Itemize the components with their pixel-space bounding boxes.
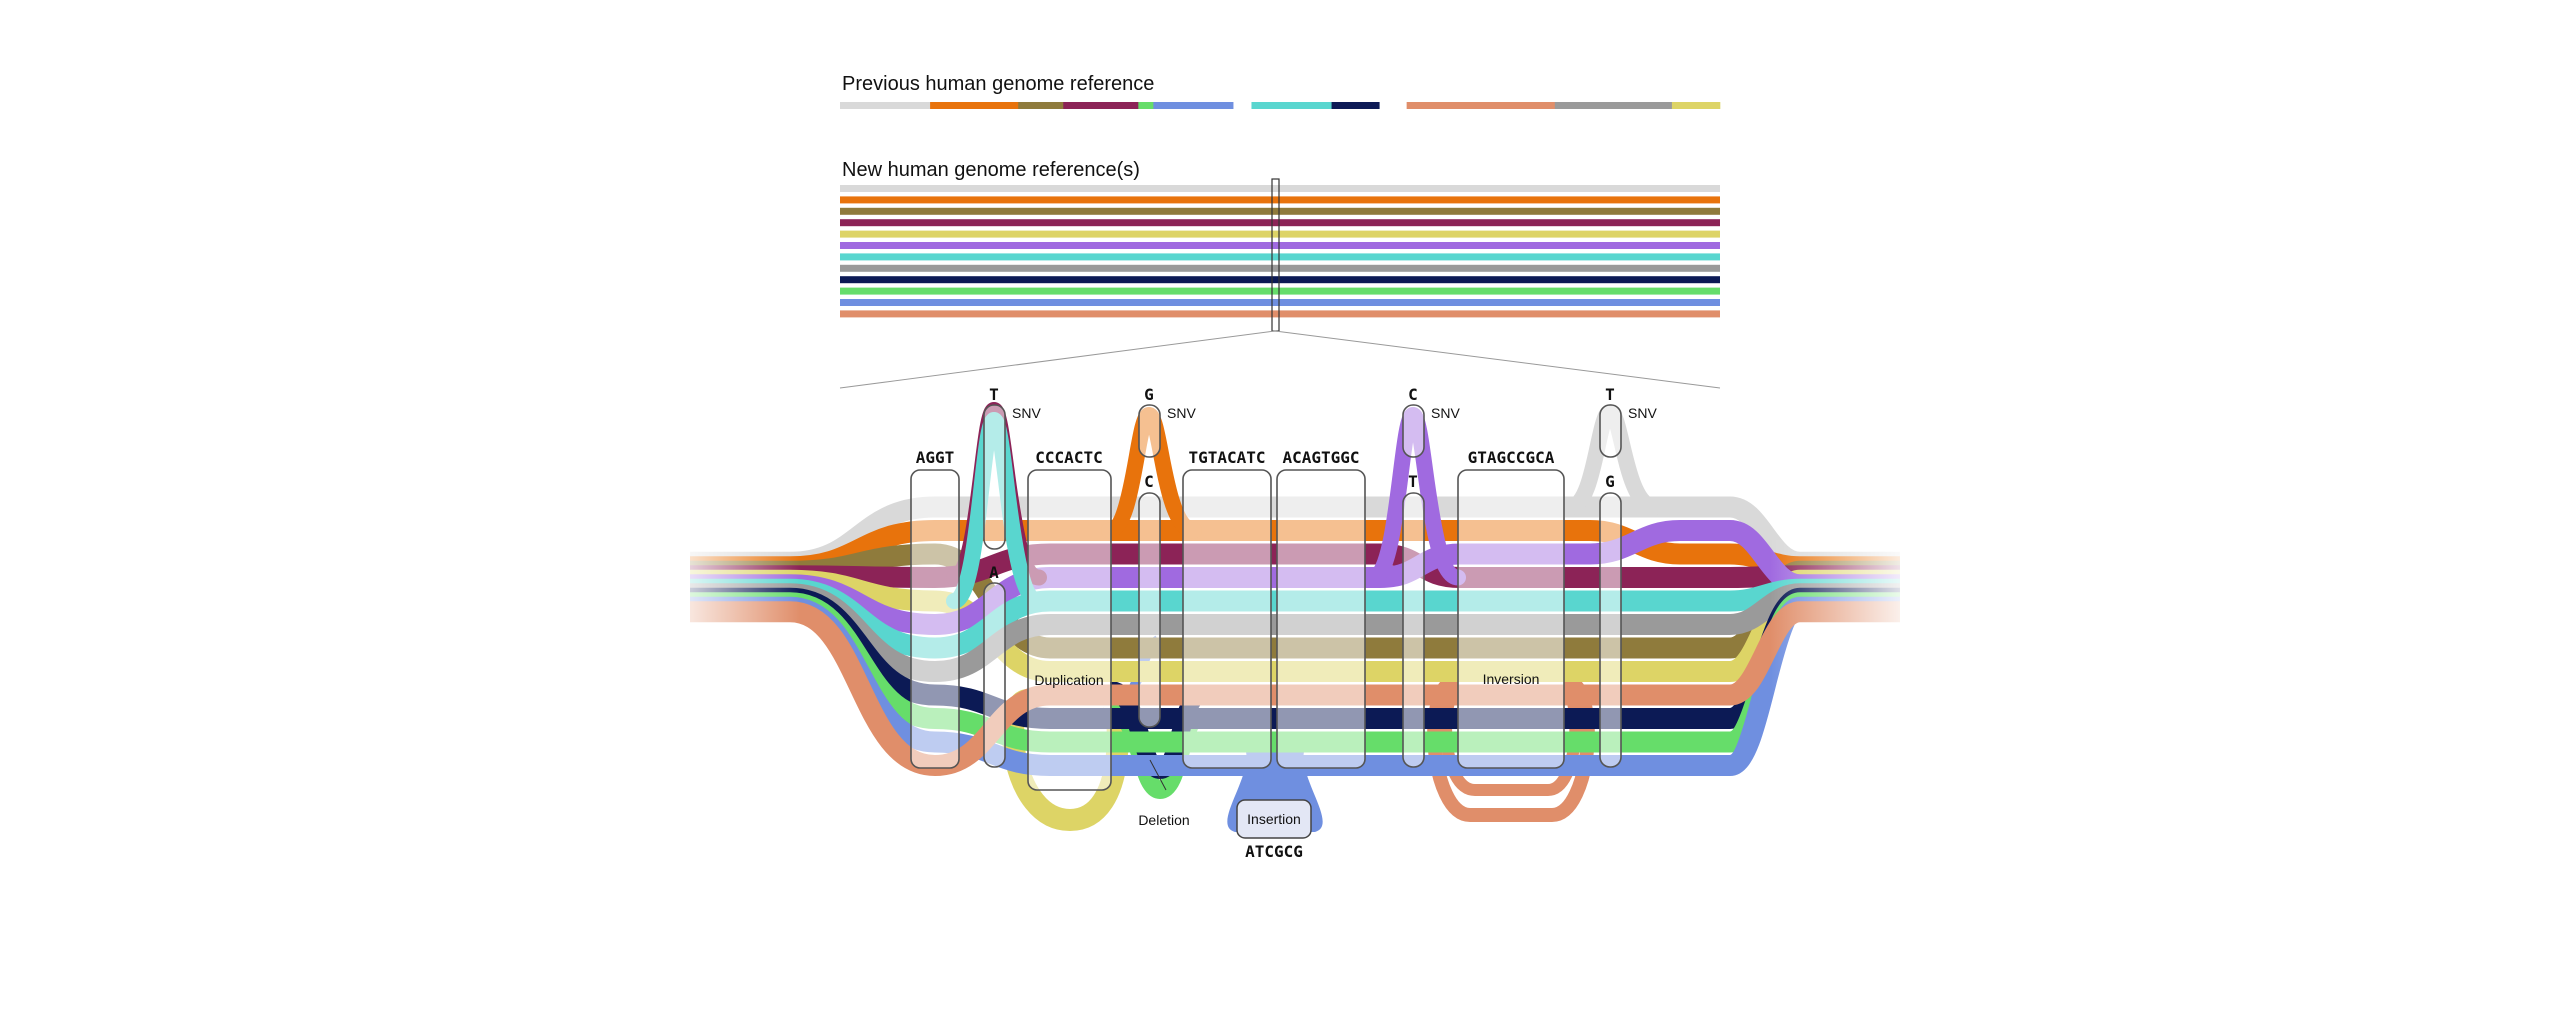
node-snv1-alt xyxy=(983,404,1006,550)
snv2-alt-base: G xyxy=(1144,385,1154,404)
node-snv3-alt xyxy=(1402,404,1425,458)
snv2-label: SNV xyxy=(1167,405,1196,421)
previous-segment-yellow xyxy=(1671,102,1721,109)
haplotype-line-blue xyxy=(840,299,1720,306)
insertion-sequence: ATCGCG xyxy=(1245,842,1303,861)
snv3-alt-base: C xyxy=(1408,385,1418,404)
haplotype-line-olive xyxy=(840,207,1720,215)
previous-segment-green xyxy=(1138,102,1154,109)
previous-segment-teal xyxy=(1251,102,1332,109)
snv4-label: SNV xyxy=(1628,405,1657,421)
previous-reference-title: Previous human genome reference xyxy=(842,73,1154,95)
node-tgtacatc xyxy=(1182,469,1272,769)
duplication-label: Duplication xyxy=(1034,672,1103,688)
node-aggt xyxy=(910,469,960,769)
snv2-ref-base: C xyxy=(1144,472,1154,491)
snv4-alt-base: T xyxy=(1605,385,1615,404)
snv4-ref-base: G xyxy=(1605,472,1615,491)
seq-label-5: GTAGCCGCA xyxy=(1468,448,1555,467)
node-acagtggc xyxy=(1276,469,1366,769)
node-insertion xyxy=(1236,799,1312,839)
inversion-label: Inversion xyxy=(1483,671,1540,687)
node-gtagccgca xyxy=(1457,469,1565,769)
previous-segment-navy xyxy=(1331,102,1380,109)
previous-segment-light_gray xyxy=(840,102,931,109)
previous-segment-blue xyxy=(1153,102,1234,109)
new-reference-title: New human genome reference(s) xyxy=(842,159,1140,181)
insertion-label: Insertion xyxy=(1247,811,1301,827)
node-cccactc xyxy=(1027,469,1112,791)
previous-segment-maroon xyxy=(1063,102,1139,109)
seq-label-3: TGTACATC xyxy=(1188,448,1265,467)
seq-label-4: ACAGTGGC xyxy=(1282,448,1359,467)
node-snv4-alt xyxy=(1599,404,1622,458)
snv1-ref-base: A xyxy=(989,563,999,582)
ribbon-gray xyxy=(690,583,1900,683)
deletion-leader xyxy=(1149,759,1167,791)
new-reference-lines xyxy=(840,185,1720,318)
ribbon-teal xyxy=(690,578,1900,659)
haplotype-line-orange xyxy=(840,196,1720,204)
haplotype-line-green xyxy=(840,287,1720,295)
haplotype-line-teal xyxy=(840,253,1720,261)
snv3-label: SNV xyxy=(1431,405,1460,421)
snv1-alt-base: T xyxy=(989,385,999,404)
snv1-label: SNV xyxy=(1012,405,1041,421)
haplotype-line-salmon xyxy=(840,310,1720,318)
zoom-line-left xyxy=(839,330,1276,389)
right-fade xyxy=(1770,540,1920,700)
previous-segment-olive xyxy=(1018,102,1064,109)
ribbon-olive xyxy=(690,543,1900,659)
snv3-ref-base: T xyxy=(1408,472,1418,491)
node-snv4-ref xyxy=(1599,492,1622,768)
haplotype-line-navy xyxy=(840,276,1720,284)
previous-reference-bar xyxy=(840,102,1721,109)
haplotype-line-gray xyxy=(840,264,1720,272)
previous-segment-gray xyxy=(1554,102,1673,109)
node-snv1-ref xyxy=(983,582,1006,768)
deletion-label: Deletion xyxy=(1138,812,1189,828)
seq-label-1: AGGT xyxy=(916,448,955,467)
previous-segment-salmon xyxy=(1406,102,1556,109)
node-snv3-ref xyxy=(1402,492,1425,768)
previous-segment-orange xyxy=(930,102,1019,109)
haplotype-line-light_gray xyxy=(840,185,1720,192)
node-snv2-ref xyxy=(1138,492,1161,728)
previous-segment-white xyxy=(1379,102,1407,109)
graph-nodes xyxy=(910,404,1622,839)
zoom-line-right xyxy=(1274,330,1721,389)
haplotype-line-yellow xyxy=(840,230,1720,238)
haplotype-line-purple xyxy=(840,242,1720,249)
duplication-loop xyxy=(1002,689,1129,832)
node-snv2-alt xyxy=(1138,404,1161,458)
left-fade xyxy=(660,540,800,700)
seq-label-2: CCCACTC xyxy=(1035,448,1102,467)
ribbon-salmon xyxy=(690,601,1900,777)
haplotype-line-maroon xyxy=(840,219,1720,227)
previous-segment-white xyxy=(1233,102,1252,109)
